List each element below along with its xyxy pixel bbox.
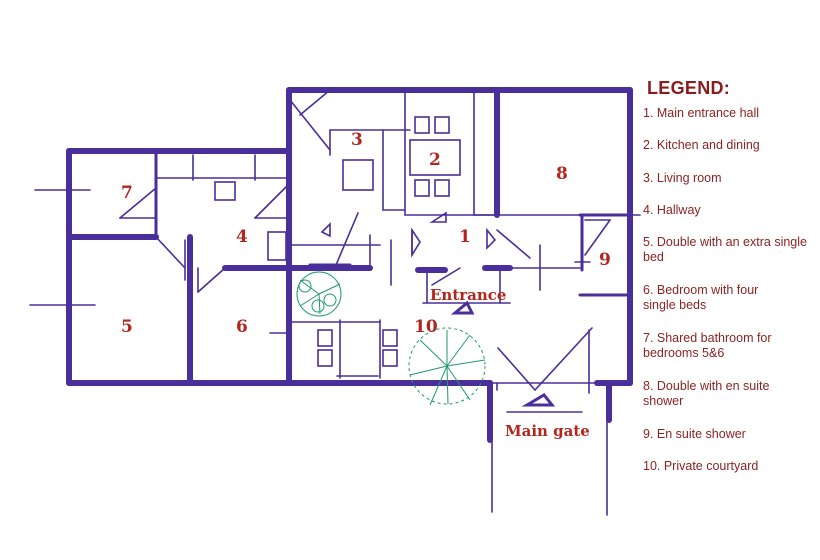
room-number-4: 4 — [236, 227, 248, 247]
tree-icon-small — [296, 271, 342, 317]
room-number-10: 10 — [414, 317, 438, 337]
room-number-1: 1 — [459, 227, 471, 247]
legend-item-3: 3. Living room — [643, 171, 722, 185]
legend-item-10: 10. Private courtyard — [643, 459, 759, 473]
legend-item-6: 6. Bedroom with four single beds — [643, 283, 759, 312]
room-number-6: 6 — [236, 317, 248, 337]
room-number-2: 2 — [429, 150, 441, 170]
room-number-5: 5 — [121, 317, 133, 337]
room-number-8: 8 — [556, 164, 568, 184]
entrance-label: Entrance — [430, 286, 507, 304]
room-number-9: 9 — [599, 250, 611, 270]
legend-item-5: 5. Double with an extra single bed — [643, 235, 807, 264]
interior-lines — [29, 89, 641, 516]
tree-icon-large — [408, 327, 486, 406]
legend-item-9: 9. En suite shower — [643, 427, 746, 441]
legend-item-7: 7. Shared bathroom for bedrooms 5&6 — [643, 331, 772, 360]
room-number-3: 3 — [351, 130, 363, 150]
legend: LEGEND: 1. Main entrance hall 2. Kitchen… — [641, 78, 819, 473]
legend-item-2: 2. Kitchen and dining — [643, 138, 760, 152]
main-gate-label: Main gate — [505, 422, 590, 440]
room-number-7: 7 — [121, 183, 133, 203]
legend-title: LEGEND: — [647, 78, 731, 98]
outer-walls — [66, 87, 633, 443]
legend-item-8: 8. Double with en suite shower — [643, 379, 770, 408]
legend-item-1: 1. Main entrance hall — [643, 106, 760, 120]
legend-item-4: 4. Hallway — [643, 203, 701, 217]
